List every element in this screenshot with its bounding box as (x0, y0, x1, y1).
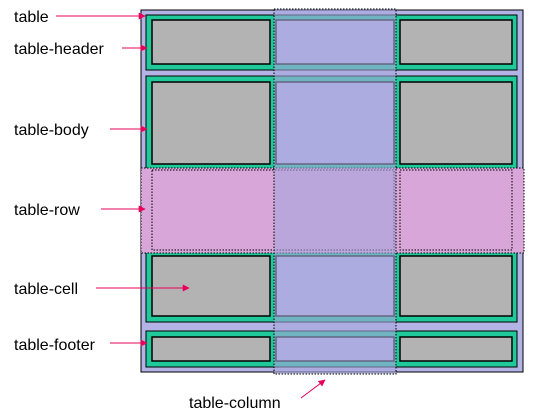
label-table-footer: table-footer (14, 337, 96, 354)
label-table: table (14, 9, 49, 26)
body-cell-1 (151, 81, 271, 165)
header-cell-1 (151, 19, 271, 65)
cell-example (151, 255, 271, 317)
label-table-row: table-row (14, 202, 80, 219)
footer-cell-3 (399, 336, 513, 362)
table-column-highlight (273, 8, 397, 375)
footer-cell-1 (151, 336, 271, 362)
label-table-cell: table-cell (14, 281, 78, 298)
label-table-column: table-column (189, 395, 281, 412)
header-cell-3 (399, 19, 513, 65)
label-table-body: table-body (14, 122, 89, 139)
lower-cell-3 (399, 255, 513, 317)
arrow-table-column (300, 379, 326, 399)
label-table-header: table-header (14, 41, 105, 58)
row-cell-2 (399, 169, 513, 251)
body-cell-3 (399, 81, 513, 165)
